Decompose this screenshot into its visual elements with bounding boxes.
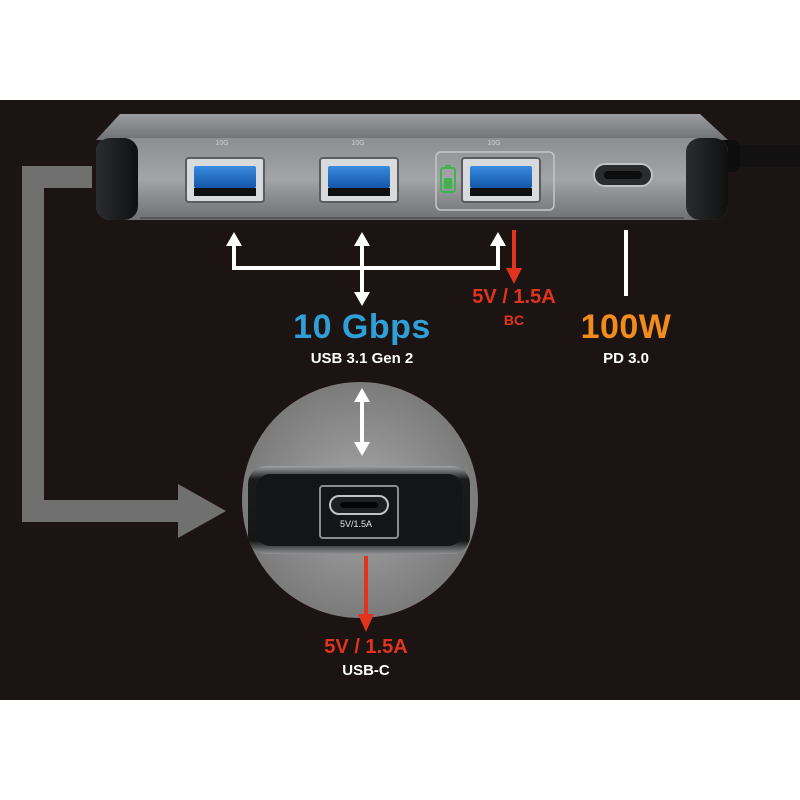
usbc-label: USB-C: [342, 662, 390, 679]
hub-illustration: 10G 10G 10G: [22, 114, 800, 632]
battery-icon: [440, 165, 456, 193]
usbc-power: 5V / 1.5A: [324, 636, 408, 658]
power-arrows: [358, 230, 522, 632]
pd-power: 100W: [580, 308, 672, 346]
front-port-rating: 5V/1.5A: [340, 519, 373, 529]
usb-a-port-bc: [435, 151, 555, 211]
magnified-port-detail: [242, 382, 478, 618]
product-diagram: 10G 10G 10G: [0, 100, 800, 700]
usb-a-port-icon: [319, 157, 399, 203]
svg-text:10G: 10G: [215, 140, 228, 147]
svg-text:10G: 10G: [487, 140, 500, 147]
data-arrows: [226, 230, 628, 456]
usb-a-port-icon: [185, 157, 265, 203]
bc-label: BC: [503, 312, 525, 328]
usb-c-port-icon: [593, 163, 653, 187]
speed-standard: USB 3.1 Gen 2: [310, 350, 414, 367]
pd-standard: PD 3.0: [603, 350, 649, 367]
gray-routing-arrow: [22, 166, 226, 538]
usb-c-port-icon: [329, 495, 389, 515]
speed-value: 10 Gbps: [293, 308, 431, 346]
svg-text:10G: 10G: [351, 140, 364, 147]
bc-power: 5V / 1.5A: [472, 286, 556, 308]
